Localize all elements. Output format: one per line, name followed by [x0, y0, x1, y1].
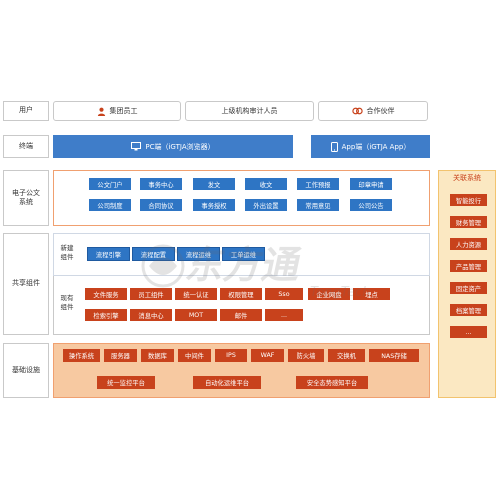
existing-component-item: 检索引擎	[85, 309, 127, 321]
infra-item: 服务器	[104, 349, 137, 362]
infra-item: IPS	[215, 349, 247, 362]
office-item: 发文	[193, 178, 235, 190]
row-label-users-text: 用户	[19, 106, 33, 115]
office-item: 公司制度	[89, 199, 131, 211]
office-item: 工作预报	[297, 178, 339, 190]
user-partners: 合作伙伴	[318, 101, 428, 121]
row-label-users: 用户	[3, 101, 49, 121]
new-components-label: 新建 组件	[60, 244, 74, 261]
office-item: 事务授权	[193, 199, 235, 211]
terminal-app: App端（iGTJA App）	[311, 135, 430, 158]
infra-item: 操作系统	[63, 349, 100, 362]
row-label-terminal-text: 终端	[19, 141, 33, 150]
office-item: 外出设置	[245, 199, 287, 211]
infra-item: 防火墙	[288, 349, 324, 362]
related-systems-title: 关联系统	[453, 174, 481, 182]
infra-item: 交换机	[328, 349, 365, 362]
existing-component-item: 文件服务	[85, 288, 127, 300]
existing-component-item: Sso	[265, 288, 303, 300]
row-label-shared-text: 共享组件	[12, 279, 40, 288]
infra-platform: 自动化运维平台	[193, 376, 261, 389]
existing-component-item: 埋点	[353, 288, 390, 300]
office-item: 合同协议	[140, 199, 182, 211]
phone-icon	[330, 141, 338, 152]
user-auditors: 上级机构审计人员	[185, 101, 314, 121]
row-label-shared: 共享组件	[3, 233, 49, 335]
existing-component-item: 邮件	[220, 309, 262, 321]
infra-item: 数据库	[141, 349, 174, 362]
link-icon	[351, 107, 363, 115]
existing-components-label: 现有 组件	[60, 294, 74, 311]
existing-component-item: ...	[265, 309, 303, 321]
terminal-pc-label: PC端（iGTJA浏览器）	[145, 142, 215, 151]
user-icon	[97, 107, 105, 116]
existing-component-item: 企业网盘	[308, 288, 350, 300]
terminal-pc: PC端（iGTJA浏览器）	[53, 135, 293, 158]
new-component-item: 流程引擎	[87, 247, 130, 261]
infra-platform: 安全态势感知平台	[296, 376, 368, 389]
office-item: 公文门户	[89, 178, 131, 190]
new-component-item: 流程运维	[177, 247, 220, 261]
infra-platform: 统一监控平台	[97, 376, 155, 389]
existing-component-item: MOT	[175, 309, 217, 321]
user-partners-label: 合作伙伴	[366, 107, 395, 115]
row-label-terminal: 终端	[3, 135, 49, 158]
existing-component-item: 员工组件	[130, 288, 172, 300]
related-system-item: 档案管理	[450, 304, 487, 316]
row-label-office-text: 电子公文 系统	[12, 188, 40, 206]
user-auditors-label: 上级机构审计人员	[221, 107, 278, 115]
related-system-item: 智能投行	[450, 194, 487, 206]
row-label-office: 电子公文 系统	[3, 170, 49, 226]
new-component-item: 流程配置	[132, 247, 175, 261]
user-group-staff-label: 集团员工	[109, 107, 138, 115]
row-label-infra: 基础设施	[3, 343, 49, 398]
existing-component-item: 统一认证	[175, 288, 217, 300]
related-system-item: 产品管理	[450, 260, 487, 272]
office-item: 常用意见	[297, 199, 339, 211]
office-item: 公司公告	[350, 199, 392, 211]
terminal-app-label: App端（iGTJA App）	[341, 142, 411, 151]
monitor-icon	[131, 142, 142, 151]
existing-component-item: 权限管理	[220, 288, 262, 300]
office-item: 印章申请	[350, 178, 392, 190]
infra-item: 中间件	[178, 349, 211, 362]
related-system-item: ...	[450, 326, 487, 338]
new-component-item: 工单运维	[222, 247, 265, 261]
related-system-item: 固定资产	[450, 282, 487, 294]
related-system-item: 人力资源	[450, 238, 487, 250]
office-item: 事务中心	[140, 178, 182, 190]
row-label-infra-text: 基础设施	[12, 365, 40, 374]
infra-item: WAF	[251, 349, 284, 362]
office-item: 收文	[245, 178, 287, 190]
infra-item: NAS存储	[369, 349, 419, 362]
existing-component-item: 消息中心	[130, 309, 172, 321]
related-system-item: 财务管理	[450, 216, 487, 228]
user-group-staff: 集团员工	[53, 101, 181, 121]
